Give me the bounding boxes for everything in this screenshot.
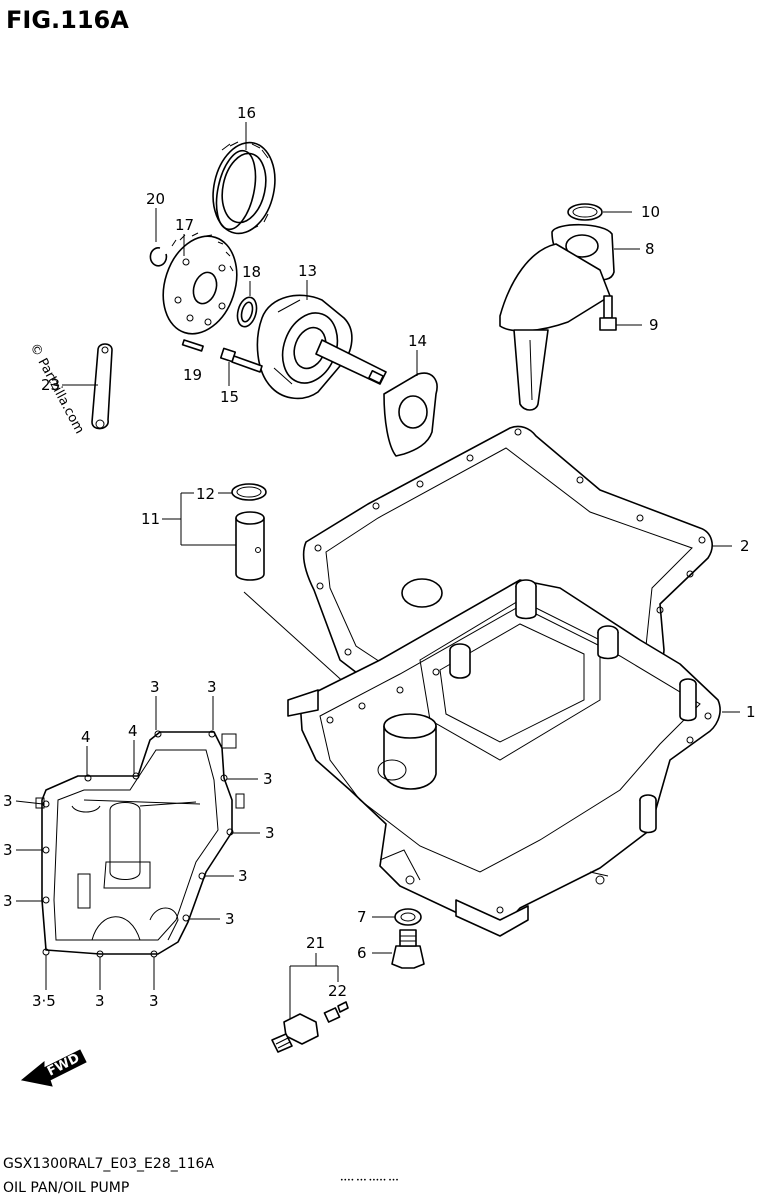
part-16-drive-gear[interactable] [205, 137, 283, 239]
part-1-oil-pan[interactable] [287, 579, 721, 937]
part-12-o-ring[interactable] [231, 483, 267, 501]
part-14-gasket[interactable] [383, 372, 438, 457]
callout-19: 19 [183, 366, 202, 384]
part-22-bolt[interactable] [323, 1001, 349, 1023]
callout-22: 22 [328, 982, 347, 1000]
callout-3-i: 3 [225, 910, 235, 928]
callout-3-c: 3 [263, 770, 273, 788]
callout-3-k: 3 [149, 992, 159, 1010]
callout-3-h: 3 [3, 892, 13, 910]
callout-4-b: 4 [128, 722, 138, 740]
callout-2: 2 [740, 537, 750, 555]
callout-3-g: 3 [238, 867, 248, 885]
callout-17: 17 [175, 216, 194, 234]
fwd-label: FWD [45, 1051, 82, 1080]
part-21-oil-pressure-switch[interactable] [271, 1013, 319, 1053]
callout-8: 8 [645, 240, 655, 258]
callout-3-j: 3 [95, 992, 105, 1010]
callout-3-a: 3 [150, 678, 160, 696]
callout-14: 14 [408, 332, 427, 350]
part-3-oil-pan-bolt-layout[interactable] [35, 730, 245, 958]
figure-caption: OIL PAN/OIL PUMP [3, 1180, 129, 1196]
figure-title: FIG.116A [6, 6, 129, 34]
part-20-circlip[interactable] [149, 247, 168, 267]
callout-16: 16 [237, 104, 256, 122]
callout-6: 6 [357, 944, 367, 962]
callout-10: 10 [641, 203, 660, 221]
callout-21: 21 [306, 934, 325, 952]
fwd-arrow-icon: FWD [20, 1049, 87, 1087]
callout-3-f: 3 [3, 841, 13, 859]
part-6-drain-plug[interactable] [391, 929, 425, 969]
part-18-washer[interactable] [234, 295, 259, 329]
part-17-driven-gear[interactable] [151, 227, 248, 344]
footer-note: •••• ••• ••••• ••• [340, 1177, 399, 1184]
callout-4-a: 4 [81, 728, 91, 746]
callout-3-e: 3 [265, 824, 275, 842]
callout-7: 7 [357, 908, 367, 926]
callout-18: 18 [242, 263, 261, 281]
part-15-bolt[interactable] [219, 347, 263, 373]
part-8-oil-strainer[interactable] [499, 223, 615, 411]
callout-9: 9 [649, 316, 659, 334]
callout-23: 23 [41, 376, 60, 394]
part-9-bolt[interactable] [599, 295, 617, 331]
part-7-washer[interactable] [394, 908, 422, 926]
callout-3-5: 3·5 [32, 992, 56, 1010]
part-23-bracket[interactable] [91, 343, 113, 430]
part-10-o-ring[interactable] [567, 203, 603, 221]
part-19-pin[interactable] [181, 339, 204, 352]
callout-13: 13 [298, 262, 317, 280]
callout-11: 11 [141, 510, 160, 528]
callout-1: 1 [746, 703, 756, 721]
callout-12: 12 [196, 485, 215, 503]
figure-code: GSX1300RAL7_E03_E28_116A [3, 1156, 214, 1172]
callout-15: 15 [220, 388, 239, 406]
part-11-pipe[interactable] [235, 511, 265, 581]
callout-3-b: 3 [207, 678, 217, 696]
callout-3-d: 3 [3, 792, 13, 810]
part-13-oil-pump[interactable] [256, 294, 387, 400]
callout-20: 20 [146, 190, 165, 208]
